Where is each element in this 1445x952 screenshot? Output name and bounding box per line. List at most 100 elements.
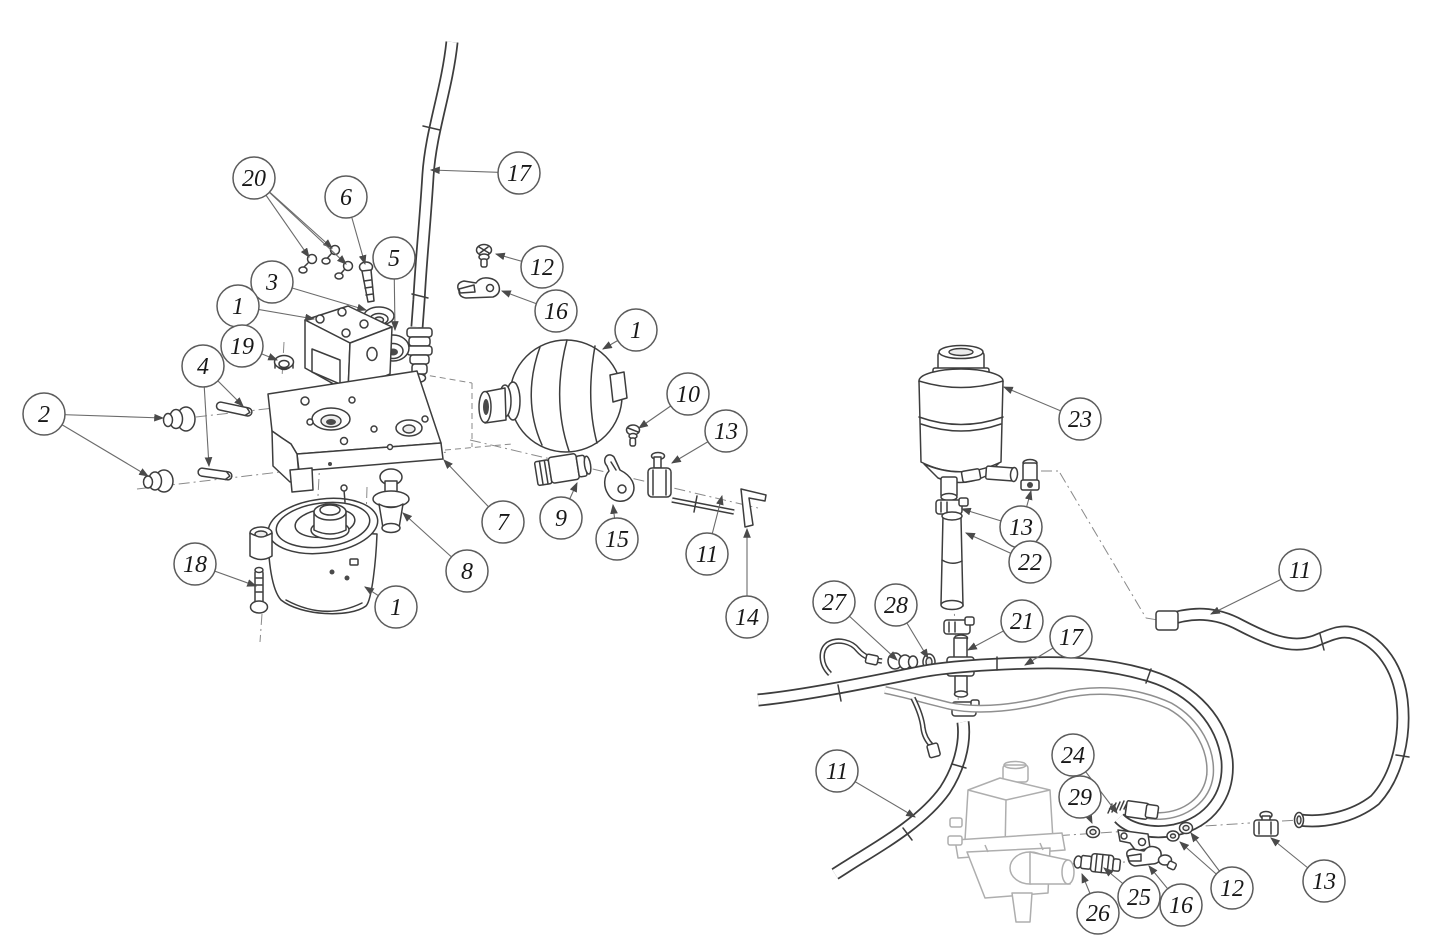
fork-clamp-16-top	[457, 277, 501, 299]
washer-bolt-12-pump	[1157, 821, 1194, 871]
hydraulic-plate-7	[267, 370, 444, 493]
callout-2: 2	[22, 392, 66, 436]
callout-number: 6	[340, 185, 352, 211]
callout-number: 4	[197, 354, 209, 380]
callout-circle	[374, 585, 418, 629]
callout-number: 28	[884, 593, 908, 619]
callout-6: 6	[324, 175, 368, 219]
callout-4: 4	[181, 344, 225, 388]
callout-circle	[520, 245, 564, 289]
callout-circle	[445, 549, 489, 593]
callout-circle	[1210, 866, 1254, 910]
callout-number: 12	[530, 255, 554, 281]
return-hose-17	[757, 656, 1234, 839]
callout-1: 1	[374, 585, 418, 629]
callout-circle	[324, 175, 368, 219]
callout-circle	[372, 236, 416, 280]
callout-number: 22	[1018, 550, 1042, 576]
callout-number: 21	[1010, 609, 1034, 635]
callout-15: 15	[595, 517, 639, 561]
callout-27: 27	[812, 580, 856, 624]
callout-3: 3	[250, 260, 294, 304]
callout-17: 17	[1049, 615, 1093, 659]
callout-number: 13	[1312, 869, 1336, 895]
reservoir-23	[918, 344, 1019, 502]
cone-caps-2	[142, 406, 196, 493]
hose-clamp-13-right	[1253, 810, 1279, 837]
callout-circle	[1076, 891, 1120, 935]
callout-number: 7	[497, 510, 510, 536]
callout-number: 12	[1220, 876, 1244, 902]
callout-24: 24	[1051, 733, 1095, 777]
callout-1: 1	[614, 308, 658, 352]
callout-circle	[874, 583, 918, 627]
guide-pins-4	[197, 401, 253, 481]
fork-clamp-16-pump	[1126, 845, 1162, 867]
callout-circle	[173, 542, 217, 586]
callout-16: 16	[1159, 883, 1203, 927]
callout-balloons: 2061712163151942110139157811141812313222…	[22, 151, 1346, 935]
callout-14: 14	[725, 595, 769, 639]
callout-number: 23	[1068, 407, 1092, 433]
callout-19: 19	[220, 324, 264, 368]
curl-hose-a	[819, 638, 883, 676]
callout-number: 13	[714, 419, 738, 445]
callout-17: 17	[497, 151, 541, 195]
bracket-24	[1117, 829, 1151, 852]
callout-22: 22	[1008, 540, 1052, 584]
callout-circle	[250, 260, 294, 304]
hose-end-24	[1107, 800, 1160, 820]
callout-number: 17	[1059, 625, 1084, 651]
callout-circle	[1008, 540, 1052, 584]
callout-number: 17	[507, 161, 532, 187]
callout-12: 12	[520, 245, 564, 289]
bracket-14	[740, 488, 767, 528]
callout-circle	[220, 324, 264, 368]
callout-circle	[685, 532, 729, 576]
fitting-9	[533, 453, 592, 487]
callout-number: 1	[232, 294, 244, 320]
callout-number: 5	[388, 246, 400, 272]
callout-number: 13	[1009, 515, 1033, 541]
callout-circle	[1049, 615, 1093, 659]
callout-circle	[815, 749, 859, 793]
callout-13: 13	[704, 409, 748, 453]
callout-number: 18	[183, 552, 207, 578]
callout-23: 23	[1058, 397, 1102, 441]
hose-11-right	[1155, 607, 1410, 829]
callout-circle	[1058, 397, 1102, 441]
callout-circle	[534, 289, 578, 333]
callout-16: 16	[534, 289, 578, 333]
callout-number: 15	[605, 527, 629, 553]
callout-1: 1	[216, 284, 260, 328]
callout-number: 14	[735, 605, 759, 631]
hose-stub-11-mid	[671, 495, 735, 515]
callout-12: 12	[1210, 866, 1254, 910]
callout-9: 9	[539, 496, 583, 540]
curl-hose-b	[910, 696, 941, 759]
callout-8: 8	[445, 549, 489, 593]
callout-13: 13	[1302, 859, 1346, 903]
callout-11: 11	[1278, 548, 1322, 592]
elbow-fitting-13	[1020, 458, 1040, 491]
callout-number: 27	[822, 590, 847, 616]
callout-number: 11	[826, 759, 848, 785]
callout-circle	[539, 496, 583, 540]
callout-7: 7	[481, 500, 525, 544]
callout-number: 10	[676, 382, 700, 408]
plunger-8	[372, 468, 410, 534]
callout-circle	[725, 595, 769, 639]
callout-11: 11	[815, 749, 859, 793]
callout-number: 3	[265, 270, 278, 296]
olive-29	[1085, 825, 1101, 839]
callout-number: 1	[630, 318, 642, 344]
callout-5: 5	[372, 236, 416, 280]
pressure-hose-17	[410, 41, 459, 328]
callout-circle	[1302, 859, 1346, 903]
callout-circle	[181, 344, 225, 388]
callout-11: 11	[685, 532, 729, 576]
nut-19	[273, 354, 295, 371]
callout-number: 24	[1061, 743, 1085, 769]
callout-26: 26	[1076, 891, 1120, 935]
